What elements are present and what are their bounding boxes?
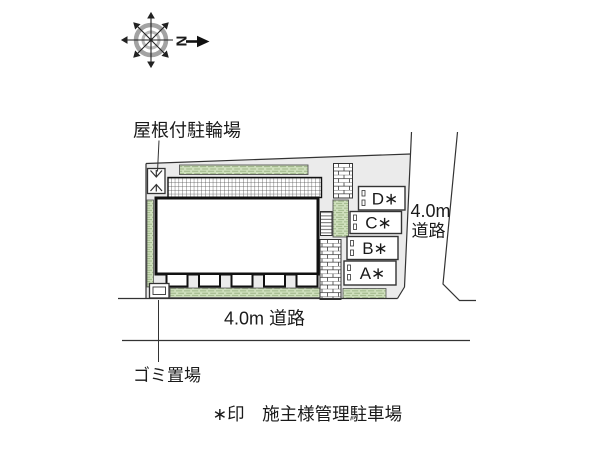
hedge-planting-bottom xyxy=(169,287,321,298)
wheel-stop-icon xyxy=(361,190,366,197)
wheel-stop-icon xyxy=(361,199,366,206)
wheel-stop-icon xyxy=(350,249,354,256)
hedge-planting-bottom-right xyxy=(342,288,387,299)
note-label: ∗印 施主様管理駐車場 xyxy=(213,404,403,424)
balcony xyxy=(198,273,221,288)
north-arrow-icon xyxy=(186,35,210,48)
hedge-planting-left xyxy=(146,199,154,288)
road-bottom-label: 4.0m 道路 xyxy=(224,309,305,329)
compass-north-label: N xyxy=(173,36,190,47)
wheel-stop-icon xyxy=(353,214,357,221)
road-right-label-line2: 道路 xyxy=(412,222,446,241)
parking-space-label: D∗ xyxy=(372,190,399,209)
bike-rack-icon xyxy=(146,167,166,195)
parking-space-b: B∗ xyxy=(346,235,399,261)
building-outline xyxy=(154,196,320,276)
brick-paving-top-right xyxy=(333,163,353,199)
garbage-label: ゴミ置場 xyxy=(133,365,201,385)
grid-paving-bike-area xyxy=(167,176,323,199)
plot-boundary-top xyxy=(145,153,411,165)
road-right-far-edge xyxy=(442,131,476,302)
balcony xyxy=(263,273,286,288)
brick-paving-right xyxy=(319,239,342,300)
parking-space-label: B∗ xyxy=(362,239,388,258)
wheel-stop-icon xyxy=(347,274,351,281)
balcony xyxy=(165,273,189,288)
balcony xyxy=(295,273,319,288)
road-right-label-line1: 4.0m xyxy=(411,201,451,221)
garbage-box-icon xyxy=(148,282,170,299)
parking-space-d: D∗ xyxy=(357,185,406,211)
compass-icon: N xyxy=(120,11,210,69)
bicycle-parking-label: 屋根付駐輪場 xyxy=(133,121,241,141)
road-right-near-edge xyxy=(396,131,413,299)
parking-space-label: A∗ xyxy=(360,264,386,283)
planting-patch-right xyxy=(332,199,349,238)
wheel-stop-icon xyxy=(350,240,354,247)
wheel-stop-icon xyxy=(353,223,357,230)
wheel-stop-icon xyxy=(347,264,351,271)
parking-space-c: C∗ xyxy=(349,210,403,235)
bicycle-parking-leader-line xyxy=(157,140,160,172)
building-balconies xyxy=(165,273,319,288)
hedge-planting-top xyxy=(179,164,309,175)
stairs-icon xyxy=(320,211,333,236)
balcony xyxy=(230,273,254,288)
parking-space-label: C∗ xyxy=(365,214,392,233)
parking-space-a: A∗ xyxy=(343,260,397,286)
